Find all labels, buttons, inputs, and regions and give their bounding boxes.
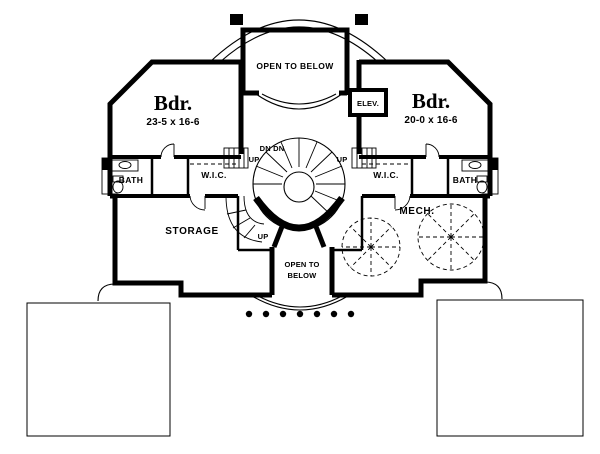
- bath-band-left: BATH W.I.C.: [101, 143, 241, 211]
- toilet-tank-left: [112, 175, 124, 183]
- sink-left: [118, 161, 132, 169]
- blank-box-right: [436, 299, 584, 437]
- left-wing-walls: [97, 59, 272, 302]
- label-wic-left: W.I.C.: [201, 170, 227, 180]
- bedroom-right: Bdr. 20-0 x 16-6: [404, 89, 458, 126]
- vanity-left: [111, 159, 139, 172]
- toilet-right: [476, 180, 488, 194]
- stair-landing: [283, 171, 315, 203]
- label-bedroom-left: Bdr.: [154, 91, 192, 115]
- toilet-left: [112, 180, 124, 194]
- storage-room: STORAGE: [165, 196, 272, 252]
- porch-columns: [245, 310, 355, 318]
- upper-open-to-below-room: OPEN TO BELOW: [240, 27, 350, 110]
- bath-band-right: W.I.C. BATH: [359, 143, 499, 211]
- rear-porch: [245, 295, 355, 318]
- label-stair-up-left: UP: [249, 155, 260, 164]
- pier-right: [355, 14, 368, 25]
- label-stair-up-lower: UP: [258, 232, 269, 241]
- label-wic-right: W.I.C.: [373, 170, 399, 180]
- front-balcony-arches: [209, 14, 389, 63]
- label-open-to-below-top: OPEN TO BELOW: [256, 61, 334, 71]
- label-storage: STORAGE: [165, 226, 218, 237]
- label-bedroom-right-dims: 20-0 x 16-6: [404, 115, 458, 126]
- pier-left: [230, 14, 243, 25]
- curved-stair-lower-left: [225, 195, 265, 243]
- straight-stair-left: [223, 147, 249, 169]
- label-elevator: ELEV.: [357, 99, 379, 108]
- spiral-stair-treads: [253, 138, 345, 217]
- blank-box-left: [26, 302, 171, 437]
- dashed-dome-small-spokes: [342, 218, 400, 276]
- label-stair-down: DN DN: [260, 144, 285, 153]
- label-bedroom-right: Bdr.: [412, 89, 450, 113]
- toilet-tank-right: [476, 175, 488, 183]
- label-open-to-below-bottom-1: OPEN TO: [284, 260, 319, 269]
- label-bedroom-left-dims: 23-5 x 16-6: [146, 117, 200, 128]
- label-open-to-below-bottom-2: BELOW: [288, 271, 318, 280]
- label-bath-right: BATH: [453, 175, 478, 185]
- label-bath-left: BATH: [119, 175, 144, 185]
- label-mechanical: MECH.: [399, 206, 434, 217]
- label-stair-up-right: UP: [337, 155, 348, 164]
- sink-right: [468, 161, 482, 169]
- elevator: ELEV.: [348, 88, 388, 117]
- bedroom-left: Bdr. 23-5 x 16-6: [146, 91, 200, 128]
- vanity-right: [461, 159, 489, 172]
- stair-curved-wall: [253, 195, 345, 232]
- lower-open-to-below-room: OPEN TO BELOW: [269, 247, 335, 295]
- dashed-dome-large-spokes: [418, 204, 484, 270]
- mechanical-room: MECH.: [332, 196, 485, 277]
- spiral-stair: DN DN UP UP UP: [223, 137, 377, 248]
- straight-stair-right: [351, 147, 377, 169]
- dashed-dome-large: [417, 203, 485, 271]
